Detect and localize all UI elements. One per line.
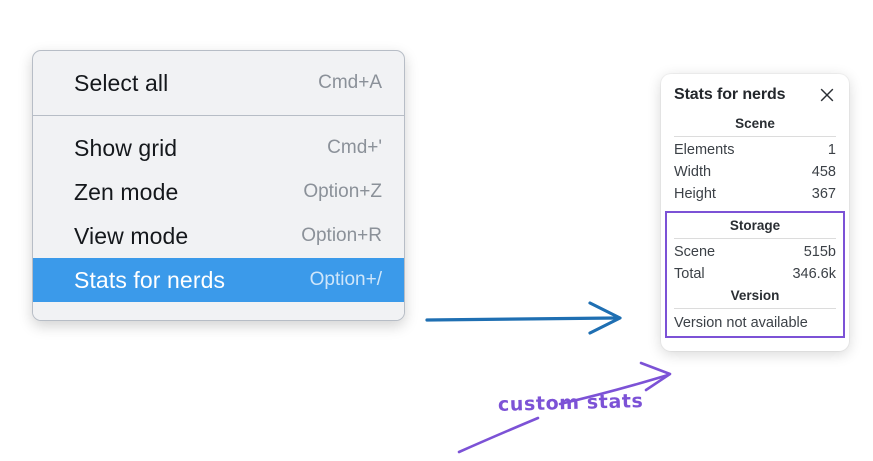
- stat-key: Width: [674, 164, 712, 180]
- stat-value: 367: [811, 186, 836, 202]
- stat-row-storage-total: Total 346.6k: [674, 263, 836, 285]
- menu-item-shortcut: Option+Z: [303, 181, 382, 202]
- blue-arrow: [425, 301, 622, 335]
- menu-footer-padding: [33, 302, 404, 320]
- stats-for-nerds-panel: Stats for nerds Scene Elements 1 Width 4…: [661, 74, 849, 351]
- purple-underline-stroke: [457, 416, 540, 454]
- stat-row-height: Height 367: [674, 183, 836, 205]
- menu-separator: [33, 115, 404, 116]
- stat-key: Height: [674, 186, 716, 202]
- menu-item-zen-mode[interactable]: Zen mode Option+Z: [33, 170, 404, 214]
- menu-item-view-mode[interactable]: View mode Option+R: [33, 214, 404, 258]
- stat-key: Scene: [674, 244, 716, 260]
- section-heading-version: Version: [730, 288, 780, 303]
- menu-item-shortcut: Option+R: [301, 225, 382, 246]
- stat-row-elements: Elements 1: [674, 139, 836, 161]
- menu-item-label: View mode: [74, 222, 189, 249]
- stat-value: 458: [811, 164, 836, 180]
- section-heading-scene: Scene: [735, 116, 775, 131]
- menu-item-shortcut: Option+/: [309, 269, 382, 290]
- menu-item-stats-for-nerds[interactable]: Stats for nerds Option+/: [33, 258, 404, 302]
- context-menu[interactable]: Select all Cmd+A Show grid Cmd+' Zen mod…: [32, 50, 405, 321]
- stat-value: 1: [827, 142, 836, 158]
- section-heading-storage: Storage: [729, 218, 781, 233]
- menu-item-label: Zen mode: [74, 178, 179, 205]
- panel-header: Stats for nerds: [674, 86, 836, 104]
- menu-item-shortcut: Cmd+': [327, 137, 382, 158]
- stat-row-storage-scene: Scene 515b: [674, 241, 836, 263]
- menu-item-select-all[interactable]: Select all Cmd+A: [33, 61, 404, 105]
- stat-row-width: Width 458: [674, 161, 836, 183]
- panel-title: Stats for nerds: [674, 86, 786, 103]
- custom-stats-annotation-label: custom stats: [497, 390, 644, 416]
- menu-group-2: Show grid Cmd+' Zen mode Option+Z View m…: [33, 116, 404, 302]
- stat-key: Total: [674, 266, 705, 282]
- menu-item-label: Stats for nerds: [74, 266, 226, 293]
- stat-value: 346.6k: [792, 266, 836, 282]
- close-icon[interactable]: [818, 86, 836, 104]
- divider: [674, 308, 836, 309]
- version-text: Version not available: [674, 315, 808, 331]
- stat-key: Elements: [674, 142, 735, 158]
- divider: [674, 136, 836, 137]
- menu-item-label: Select all: [74, 69, 169, 96]
- stat-value: 515b: [803, 244, 836, 260]
- menu-item-label: Show grid: [74, 134, 178, 161]
- menu-group-1: Select all Cmd+A: [33, 51, 404, 115]
- menu-item-show-grid[interactable]: Show grid Cmd+': [33, 126, 404, 170]
- menu-item-shortcut: Cmd+A: [318, 72, 382, 93]
- divider: [674, 238, 836, 239]
- custom-stats-highlight-box: Storage Scene 515b Total 346.6k Version …: [665, 211, 845, 338]
